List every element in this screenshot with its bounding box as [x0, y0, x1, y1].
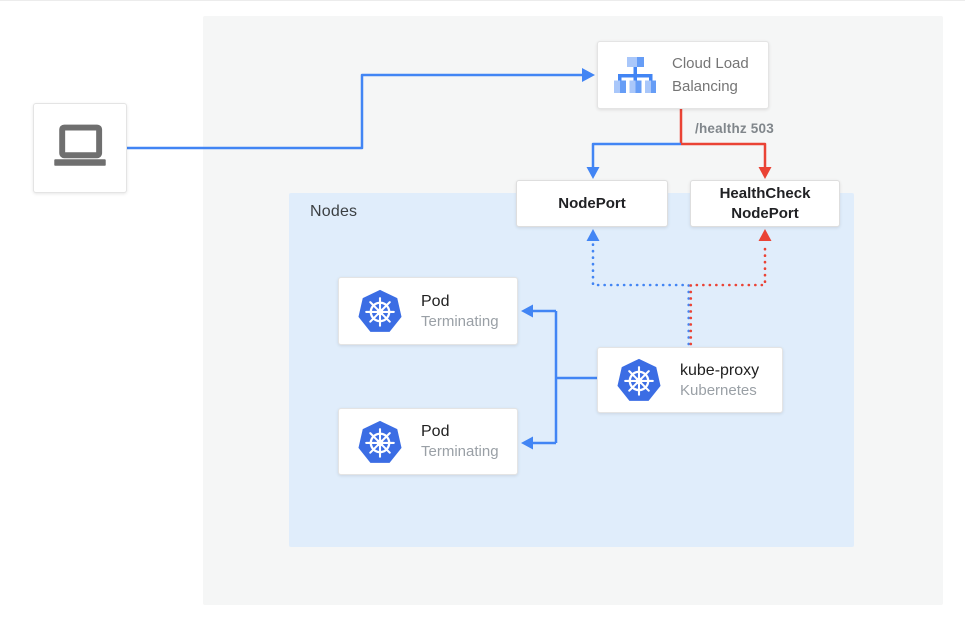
kubernetes-icon [358, 289, 402, 332]
kube-proxy-title: kube-proxy [680, 361, 760, 379]
kube-proxy-node: kube-proxy Kubernetes [597, 347, 783, 413]
healthcheck-nodeport-node: HealthCheck NodePort [690, 180, 840, 227]
load-balancer-icon [614, 57, 656, 93]
cloud-load-balancing-label: Cloud Load Balancing [672, 55, 749, 95]
pod-title: Pod [421, 423, 450, 440]
pod-title: Pod [421, 292, 450, 310]
top-divider [0, 0, 965, 1]
nodeport-node: NodePort [516, 180, 668, 227]
cloud-load-balancing-node: Cloud Load Balancing [597, 41, 769, 109]
pod-2-node: Pod Terminating [338, 408, 518, 475]
laptop-icon [54, 124, 106, 166]
kubernetes-icon [617, 358, 661, 401]
nodeport-label: NodePort [558, 194, 626, 212]
kube-proxy-subtitle: Kubernetes [680, 381, 757, 399]
pod-status: Terminating [421, 312, 499, 330]
kubernetes-icon [358, 420, 402, 463]
client-node [33, 103, 127, 193]
pod-1-node: Pod Terminating [338, 277, 518, 345]
pod-status: Terminating [421, 443, 499, 460]
healthz-503-label: /healthz 503 [695, 121, 774, 136]
nodes-group-label: Nodes [310, 203, 358, 220]
healthcheck-nodeport-label: HealthCheck NodePort [719, 184, 811, 222]
